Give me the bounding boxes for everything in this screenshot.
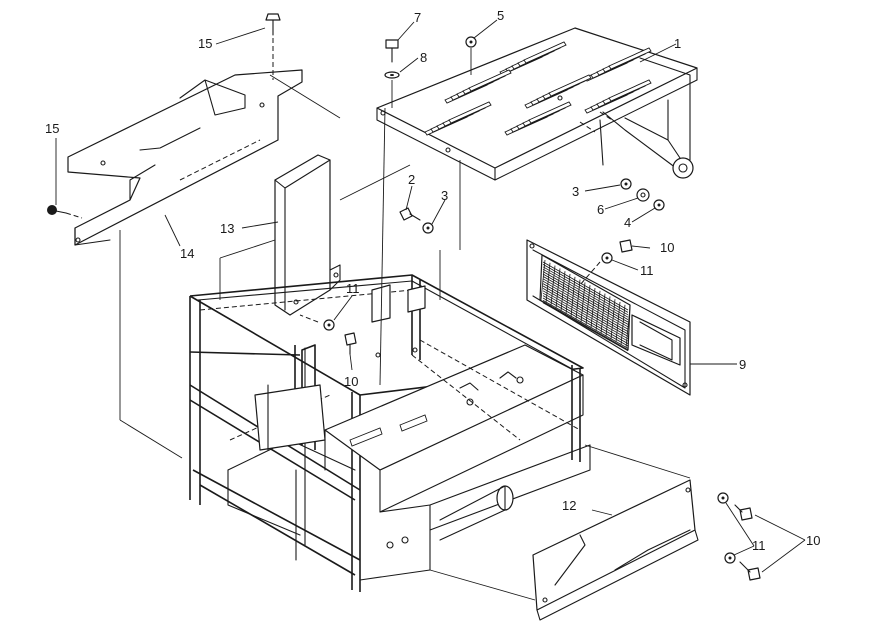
- callout-2: 2: [408, 172, 415, 187]
- mesh-line: [620, 304, 626, 345]
- washer-11-panel: [601, 252, 613, 264]
- screw-10-mid: [344, 332, 357, 355]
- mesh-line: [542, 283, 629, 332]
- screw-10-panel: [619, 239, 633, 253]
- mesh-line: [580, 282, 586, 323]
- mesh-line: [542, 266, 629, 316]
- screw-15-left: [47, 205, 83, 219]
- mesh-line: [542, 302, 629, 352]
- mesh-line: [550, 265, 556, 306]
- washer-3-right: [620, 178, 632, 190]
- callout-3-right: 3: [572, 184, 579, 199]
- callout-labels: 1 2 3 3 4 5 6 7 8 9 10 10 10 11 11 11 12…: [45, 8, 820, 553]
- mesh-line: [610, 299, 616, 340]
- vent-slot: [608, 47, 652, 70]
- mesh-line: [542, 297, 629, 347]
- screw-10-br-top: [734, 504, 753, 521]
- vent-slot: [448, 101, 492, 124]
- mesh-line: [542, 295, 629, 344]
- mesh-line: [542, 290, 629, 340]
- nut-4: [653, 199, 665, 211]
- callout-leaders: [55, 19, 806, 573]
- callout-1: 1: [674, 36, 681, 51]
- vent-slot: [548, 74, 592, 97]
- mesh-line: [590, 287, 596, 329]
- main-frame: [189, 274, 591, 592]
- callout-5: 5: [497, 8, 504, 23]
- screw-15-top: [265, 13, 281, 80]
- mesh-line: [542, 261, 629, 311]
- mesh-line: [545, 262, 551, 303]
- washer-8: [384, 71, 400, 79]
- callout-8: 8: [420, 50, 427, 65]
- mesh-line: [565, 273, 571, 315]
- washer-11-mid: [323, 319, 335, 331]
- mesh-line: [595, 290, 601, 331]
- callout-3-center: 3: [441, 188, 448, 203]
- mesh-line: [585, 285, 591, 326]
- callout-13: 13: [220, 221, 234, 236]
- fasteners: [47, 13, 761, 601]
- callout-10-panel: 10: [660, 240, 674, 255]
- mesh-line: [542, 285, 629, 335]
- callout-7: 7: [414, 10, 421, 25]
- callout-10-bottom: 10: [806, 533, 820, 548]
- mesh-line: [540, 259, 546, 301]
- part-1-top-cover: [376, 27, 698, 181]
- callout-15-top: 15: [198, 36, 212, 51]
- callout-11-mid: 11: [346, 281, 360, 296]
- mesh-line: [542, 300, 629, 349]
- mesh-line: [575, 279, 581, 320]
- washer-11-br-top: [717, 492, 729, 504]
- nut-6: [636, 188, 650, 202]
- mesh-line: [600, 293, 606, 334]
- callout-14: 14: [180, 246, 194, 261]
- mesh-line: [542, 288, 629, 337]
- callout-10-mid: 10: [344, 374, 358, 389]
- part-12-bottom-plate: [532, 479, 699, 621]
- mesh-line: [542, 280, 629, 330]
- callout-11-bottom: 11: [752, 538, 766, 553]
- vent-slot: [608, 79, 652, 102]
- mesh-line: [542, 264, 629, 313]
- callout-11-panel: 11: [640, 263, 654, 278]
- part-9-side-panel: [526, 239, 691, 396]
- mesh-line: [542, 276, 629, 325]
- mesh-line: [555, 268, 561, 309]
- callout-4: 4: [624, 215, 631, 230]
- washer-3: [422, 222, 434, 234]
- screw-7: [385, 39, 399, 63]
- mesh-line: [542, 292, 629, 342]
- washer-11-br-bot: [724, 552, 736, 564]
- screw-10-br-bot: [739, 561, 761, 581]
- callout-9: 9: [739, 357, 746, 372]
- callout-6: 6: [597, 202, 604, 217]
- mesh-line: [570, 276, 576, 317]
- mesh-line: [615, 301, 621, 343]
- mesh-line: [560, 271, 566, 312]
- callout-12: 12: [562, 498, 576, 513]
- mesh-line: [625, 307, 631, 348]
- mesh-line: [542, 278, 629, 328]
- part-14-left-cover: [67, 69, 303, 459]
- mesh-line: [605, 296, 611, 337]
- vent-slot: [528, 101, 572, 124]
- vent-slot: [523, 41, 567, 64]
- screw-2: [399, 207, 421, 221]
- part-13-plate: [274, 154, 341, 316]
- washer-5: [465, 36, 477, 48]
- callout-15-left: 15: [45, 121, 59, 136]
- vent-slot: [468, 69, 512, 92]
